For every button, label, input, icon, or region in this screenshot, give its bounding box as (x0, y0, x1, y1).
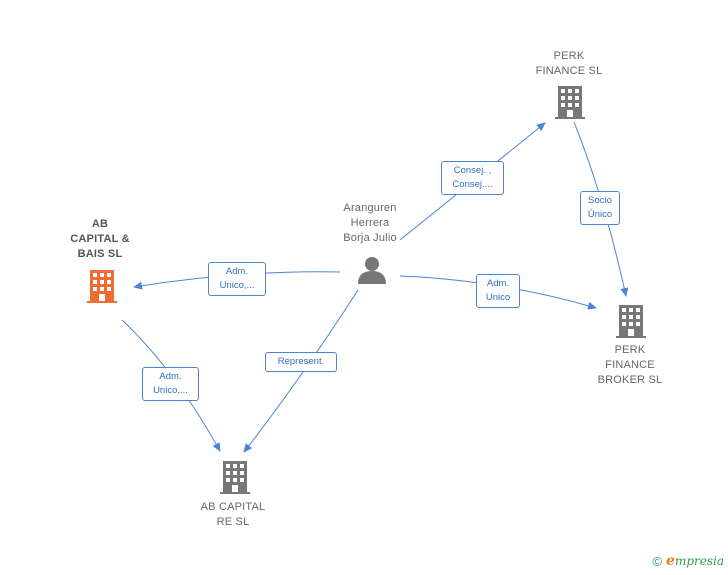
node-label-ab-capital-bais[interactable]: AB CAPITAL & BAIS SL (55, 217, 145, 262)
edge-label-line: Único (587, 209, 613, 220)
node-label-line: BROKER SL (597, 374, 663, 386)
node-label-line: CAPITAL & (70, 233, 130, 245)
node-label-line: FINANCE SL (535, 65, 603, 77)
brand-initial: e (666, 553, 675, 569)
edge-label-line: Unico,... (153, 385, 188, 396)
edge-label-line: Adm. (225, 266, 249, 277)
edge-label-adm-unico-bais[interactable]: Adm. Unico,... (208, 262, 266, 296)
edge-label-adm-unico-re[interactable]: Adm. Unico,... (142, 367, 199, 401)
edge-label-line: Adm. (159, 371, 182, 382)
node-label-line: PERK (553, 50, 585, 62)
node-label-line: RE SL (216, 516, 250, 528)
building-icon[interactable] (220, 461, 250, 494)
edge-label-adm-unico-broker[interactable]: Adm. Unico (476, 274, 520, 308)
edge-label-socio-unico[interactable]: Socio Único (580, 191, 620, 225)
edge-label-line: Unico (485, 292, 511, 303)
node-label-perk-finance[interactable]: PERK FINANCE SL (524, 49, 614, 79)
edge-label-consej[interactable]: Consej. , Consej.... (441, 161, 504, 195)
copyright-icon: © (652, 553, 663, 569)
node-label-ab-capital-re[interactable]: AB CAPITAL RE SL (188, 500, 278, 530)
node-label-person[interactable]: Aranguren Herrera Borja Julio (330, 201, 410, 246)
edge-person-to-re (243, 289, 359, 453)
edge-label-line: Consej.... (452, 179, 493, 190)
node-label-line: Borja Julio (343, 232, 397, 244)
edge-label-line: Unico,... (219, 280, 255, 291)
node-label-line: Herrera (350, 217, 390, 229)
edge-label-line: Represent. (277, 356, 325, 367)
node-label-line: AB CAPITAL (200, 501, 266, 513)
edge-label-line: Adm. (486, 278, 510, 289)
building-icon[interactable] (555, 86, 585, 119)
node-label-line: FINANCE (605, 359, 655, 371)
node-label-line: Aranguren (343, 202, 397, 214)
building-icon[interactable] (616, 305, 646, 338)
brand-logo[interactable]: empresia (666, 553, 724, 569)
building-icon[interactable] (87, 270, 117, 303)
node-label-line: PERK (614, 344, 646, 356)
node-label-line: AB (91, 218, 109, 230)
edge-label-line: Socio (588, 195, 612, 206)
node-label-line: BAIS SL (77, 248, 123, 260)
person-icon[interactable] (358, 257, 386, 284)
brand-rest: mpresia (674, 554, 724, 568)
edge-label-line: Consej. , (453, 165, 492, 176)
edge-label-represent[interactable]: Represent. (265, 352, 337, 372)
footer-brand: © empresia (652, 553, 724, 569)
node-label-perk-finance-broker[interactable]: PERK FINANCE BROKER SL (585, 343, 675, 388)
